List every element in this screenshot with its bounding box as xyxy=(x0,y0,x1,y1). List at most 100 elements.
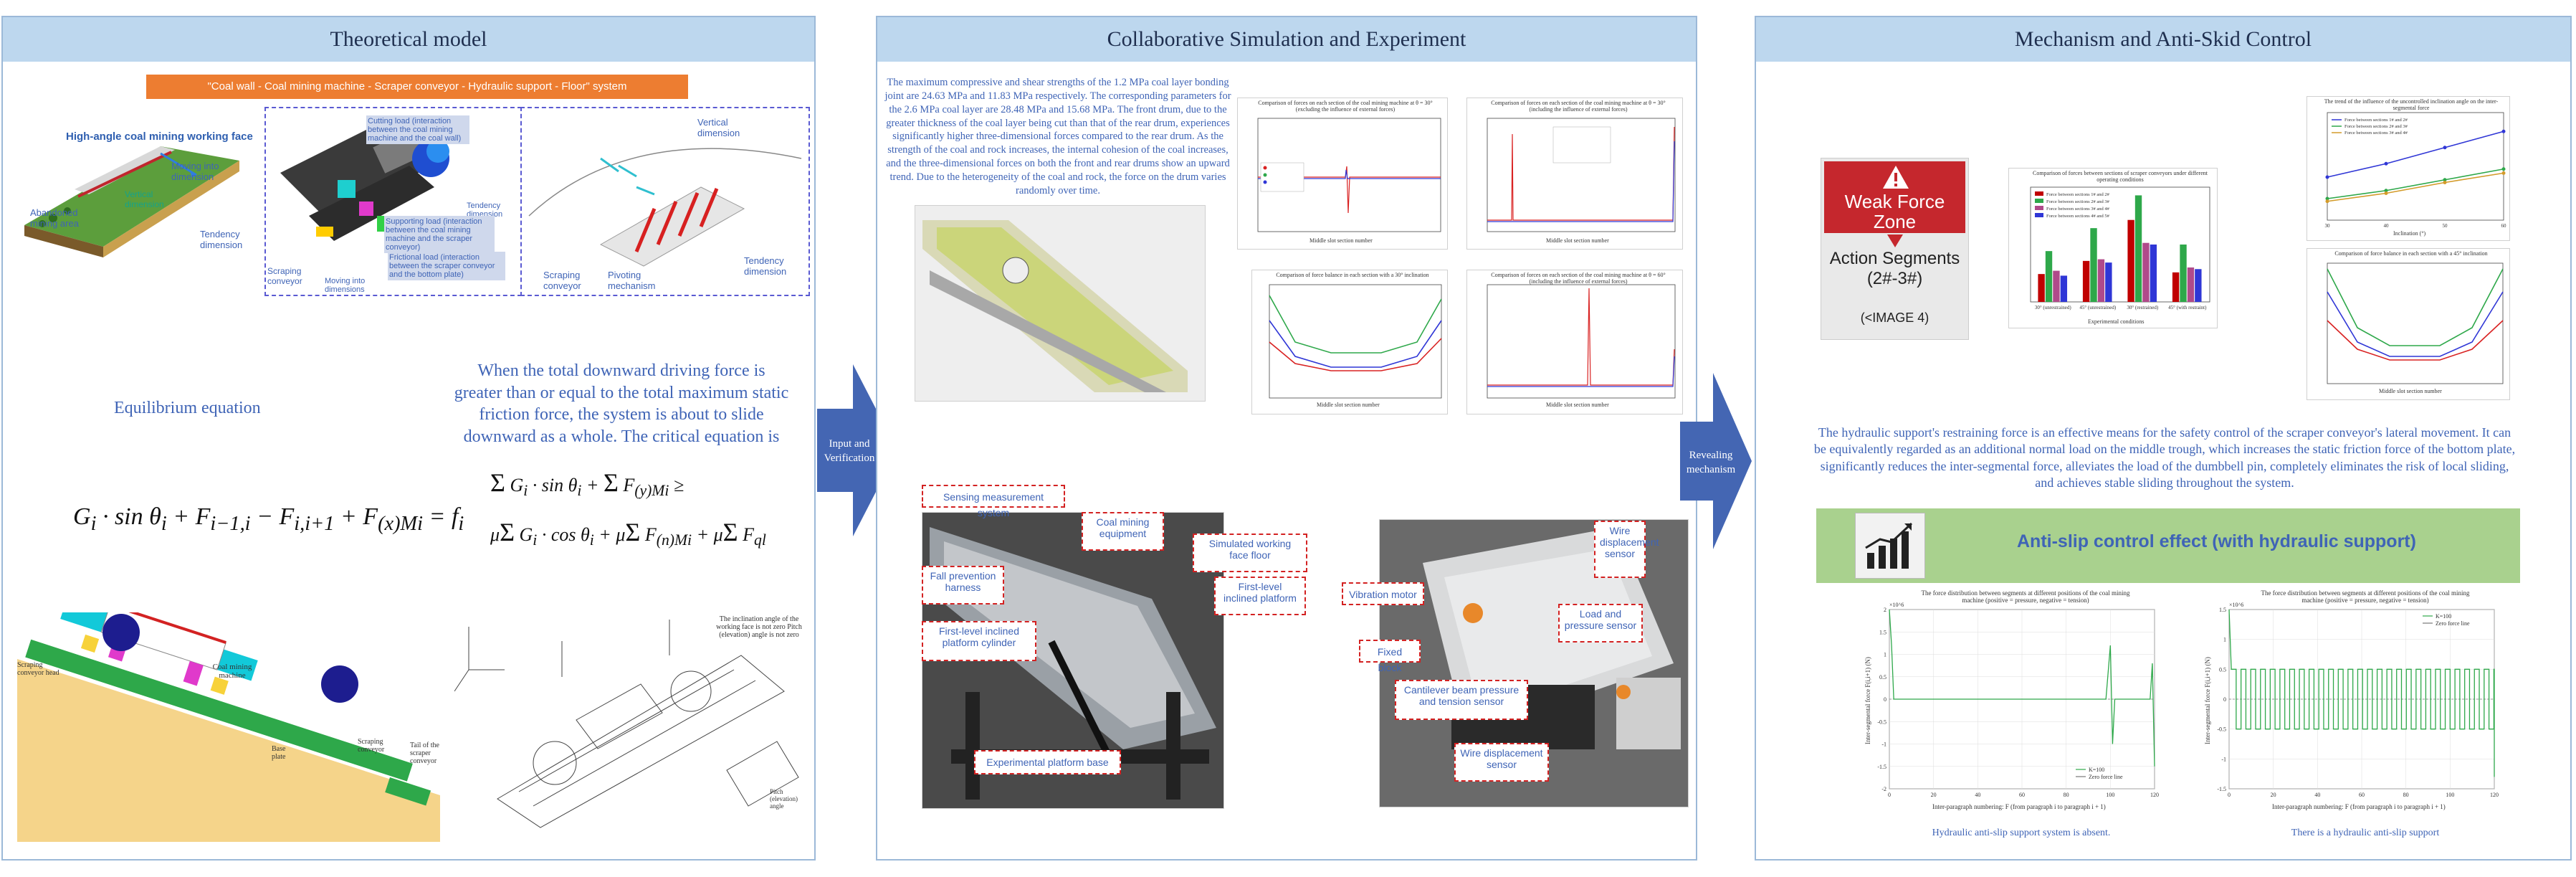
line-series xyxy=(2327,172,2504,202)
label-fixed-block: Fixed block xyxy=(1359,640,1421,673)
bar-mark xyxy=(2060,275,2068,302)
plot-y-tick: 0.5 xyxy=(2219,666,2226,673)
label-vertical-2: Vertical dimension xyxy=(697,117,740,138)
sim-chart-3: Comparison of force balance in each sect… xyxy=(1251,270,1448,414)
label-conveyor-tail: Tail of the scraper conveyor xyxy=(410,741,439,765)
label-simulated-floor: Simulated working face floor xyxy=(1193,534,1307,572)
sim-chart-1-svg xyxy=(1257,118,1441,232)
revealing-mechanism-arrow: Revealing mechanism xyxy=(1680,373,1752,549)
bar-chart-xlabel: Experimental conditions xyxy=(2088,318,2145,325)
bar-chart: Comparison of forces between sections of… xyxy=(2008,168,2218,328)
plot-y-tick: 1 xyxy=(1884,652,1886,658)
sim-chart-2-svg xyxy=(1487,118,1676,232)
sim-chart-1: Comparison of forces on each section of … xyxy=(1237,98,1448,250)
weak-force-text: Weak Force Zone xyxy=(1844,191,1945,232)
conveyor-diagram: Scraping conveyor head Coal mining machi… xyxy=(17,598,440,842)
bar-mark xyxy=(2105,262,2112,302)
line-series xyxy=(2327,168,2504,199)
sim-chart-2-xlabel: Middle slot section number xyxy=(1546,237,1609,244)
sim-chart-1-xlabel: Middle slot section number xyxy=(1310,237,1373,244)
line-point xyxy=(2443,146,2447,150)
equilibrium-formula: Gi · sin θi + Fi−1,i − Fi,i+1 + F(x)Mi =… xyxy=(73,503,464,535)
revealing-mechanism-label: Revealing mechanism xyxy=(1686,450,1736,475)
bar-legend-swatch xyxy=(2035,206,2043,210)
line-legend-label: Force between sections 2# and 3# xyxy=(2344,124,2408,129)
plot-y-tick: -2 xyxy=(1881,786,1886,792)
label-pitch: Pitch (elevation) angle xyxy=(770,788,798,810)
bar-legend-swatch xyxy=(2035,199,2043,203)
plot-y-tick: -1 xyxy=(2221,756,2226,762)
panel-theoretical-model: Theoretical model "Coal wall - Coal mini… xyxy=(1,16,816,861)
bar-mark xyxy=(2180,245,2187,302)
label-scraping: Scraping conveyor xyxy=(267,266,302,286)
plot-exponent: ×10^6 xyxy=(1889,602,1904,608)
line-axes xyxy=(2327,112,2504,221)
bar-mark xyxy=(2090,228,2097,302)
plot2-xlabel: Inter-paragraph numbering: F (from parag… xyxy=(2272,803,2446,810)
working-face-figure: High-angle coal mining working face Movi… xyxy=(10,103,264,268)
slide-condition-text: When the total downward driving force is… xyxy=(454,361,789,447)
bar-mark xyxy=(2195,269,2202,302)
label-conveyor-head: Scraping conveyor head xyxy=(17,661,59,677)
bar-mark xyxy=(2172,272,2180,302)
label-moving: Moving into dimension xyxy=(171,161,219,182)
sim-chart-4-svg xyxy=(1487,284,1676,399)
simulation-image xyxy=(915,205,1206,402)
plot-legend-label: Zero force line xyxy=(2436,620,2470,627)
pivoting-detail-box: Vertical dimension Tendency dimension Sc… xyxy=(520,107,810,296)
plot-x-tick: 60 xyxy=(2359,792,2365,798)
label-wire-sensor-2: Wire displacement sensor xyxy=(1454,743,1549,782)
line-chart-title: The trend of the influence of the uncont… xyxy=(2324,98,2499,111)
bar-legend-label: Force between sections 4# and 5# xyxy=(2046,214,2110,219)
force-plot-no-support: The force distribution between segments … xyxy=(1861,589,2169,826)
bar-mark xyxy=(2127,219,2134,302)
line-chart-xlabel: Inclination (°) xyxy=(2393,230,2426,237)
plot1-ylabel: Inter-segmental force F(i,i+1) (N) xyxy=(1864,657,1871,744)
label-coal-equipment: Coal mining equipment xyxy=(1082,512,1164,551)
machine-svg xyxy=(280,123,449,241)
anti-slip-banner: Anti-slip control effect (with hydraulic… xyxy=(1816,508,2520,583)
bar-mark xyxy=(2038,274,2045,302)
label-pivoting: Pivoting mechanism xyxy=(608,270,656,291)
label-tendency: Tendency dimension xyxy=(200,229,243,250)
plot-x-tick: 60 xyxy=(2019,792,2025,798)
line-series xyxy=(2327,131,2504,178)
plot-y-tick: 1.5 xyxy=(1879,629,1886,635)
plot-x-tick: 20 xyxy=(2271,792,2276,798)
label-platform-base: Experimental platform base xyxy=(974,750,1121,774)
plot-x-tick: 80 xyxy=(2403,792,2409,798)
label-supporting-load: Supporting load (interaction between the… xyxy=(384,216,495,253)
panel-mechanism-anti-skid: Mechanism and Anti-Skid Control Weak For… xyxy=(1755,16,2572,861)
bar-mark xyxy=(2082,260,2090,302)
simulation-svg xyxy=(922,220,1188,392)
sim-chart-2-title: Comparison of forces on each section of … xyxy=(1491,100,1666,113)
plot-x-tick: 0 xyxy=(2228,792,2231,798)
arrow-shape xyxy=(817,364,897,536)
warning-icon xyxy=(1883,166,1909,189)
machine-detail-box: Cutting load (interaction between the co… xyxy=(264,107,522,296)
plot-x-tick: 40 xyxy=(1975,792,1980,798)
bar-legend-swatch xyxy=(2035,191,2043,196)
plot-legend-label: K=100 xyxy=(2436,613,2451,620)
plot-x-tick: 120 xyxy=(2150,792,2159,798)
line-point xyxy=(2384,191,2388,195)
sim-chart-2: Comparison of forces on each section of … xyxy=(1466,98,1683,250)
machine-line-drawing: The inclination angle of the working fac… xyxy=(454,612,809,842)
critical-formula-line2: μΣ Gi · cos θi + μΣ F(n)Mi + μΣ Fql xyxy=(490,518,766,549)
weak-force-banner: Weak Force Zone xyxy=(1824,161,1965,233)
plot1-xlabel: Inter-paragraph numbering: F (from parag… xyxy=(1932,803,2106,810)
plot-y-tick: 0 xyxy=(2223,696,2226,703)
label-cutting-load: Cutting load (interaction between the co… xyxy=(366,115,469,144)
pivoting-svg xyxy=(528,148,802,267)
panel-title: Mechanism and Anti-Skid Control xyxy=(1756,17,2570,62)
anti-slip-title: Anti-slip control effect (with hydraulic… xyxy=(2017,531,2416,551)
sim-chart-4-title: Comparison of forces on each section of … xyxy=(1491,272,1666,285)
sim-chart-4: Comparison of forces on each section of … xyxy=(1466,270,1683,414)
bar-mark xyxy=(2097,259,2105,302)
system-banner-text: "Coal wall - Coal mining machine - Scrap… xyxy=(207,80,627,93)
machine-line-drawing-svg xyxy=(454,620,799,828)
plot-x-tick: 100 xyxy=(2106,792,2114,798)
plot-y-tick: 0.5 xyxy=(1879,674,1886,681)
